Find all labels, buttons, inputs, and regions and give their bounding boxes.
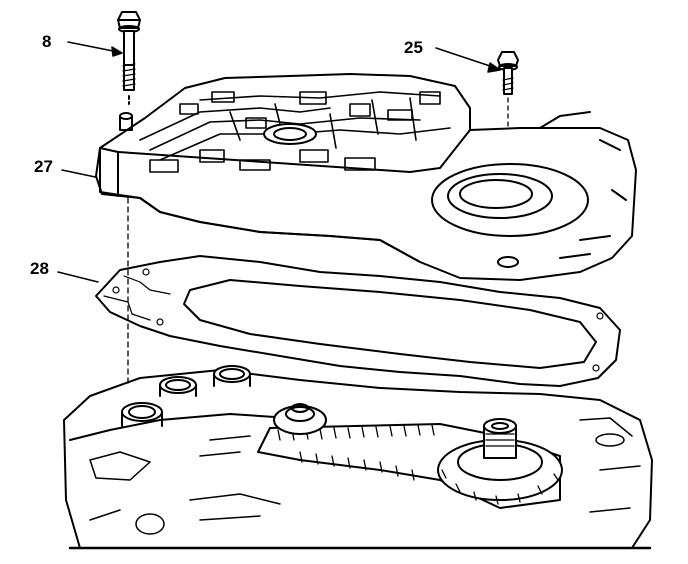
gasket-28 — [95, 255, 621, 387]
callout-25: 25 — [404, 38, 423, 57]
bolt-8 — [117, 11, 141, 105]
driven-sprocket — [437, 418, 563, 505]
valve-body-27 — [95, 73, 637, 281]
callout-28: 28 — [30, 259, 49, 278]
accumulator-pistons — [121, 365, 251, 427]
leader-lines — [57, 41, 501, 283]
callout-8: 8 — [42, 32, 52, 51]
callout-27: 27 — [34, 157, 53, 176]
transaxle-case — [63, 365, 653, 550]
drive-sprocket — [273, 403, 327, 435]
